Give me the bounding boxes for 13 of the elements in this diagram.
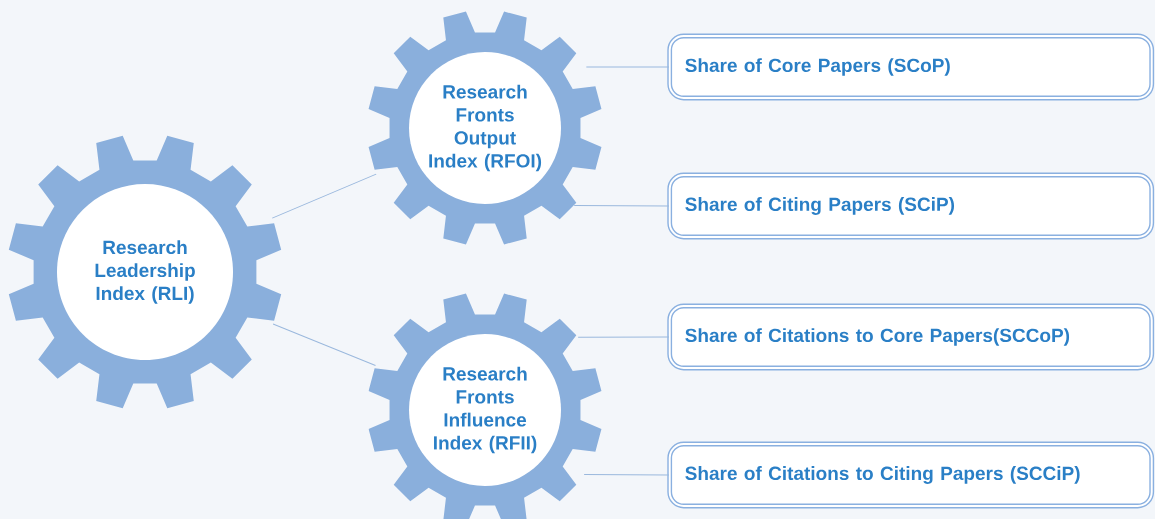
connector-line	[577, 336, 670, 338]
gear-label: Research Fronts Influence Index (RFII)	[434, 366, 537, 454]
metric-box: Share of Citations to Core Papers(SCCoP)	[667, 303, 1155, 371]
gear-label: Research Fronts Output Index (RFOI)	[429, 84, 542, 172]
connector-line	[573, 205, 670, 207]
connector-line	[585, 66, 670, 68]
gear-label: Research Leadership Index (RLI)	[95, 240, 195, 304]
metric-box: Share of Citing Papers (SCiP)	[667, 172, 1155, 240]
connector-line	[271, 173, 377, 219]
connector-line	[272, 323, 376, 367]
connector-line	[583, 473, 670, 476]
metric-box: Share of Citations to Citing Papers (SCCiP)	[667, 441, 1155, 509]
metric-box: Share of Core Papers (SCoP)	[667, 33, 1155, 101]
